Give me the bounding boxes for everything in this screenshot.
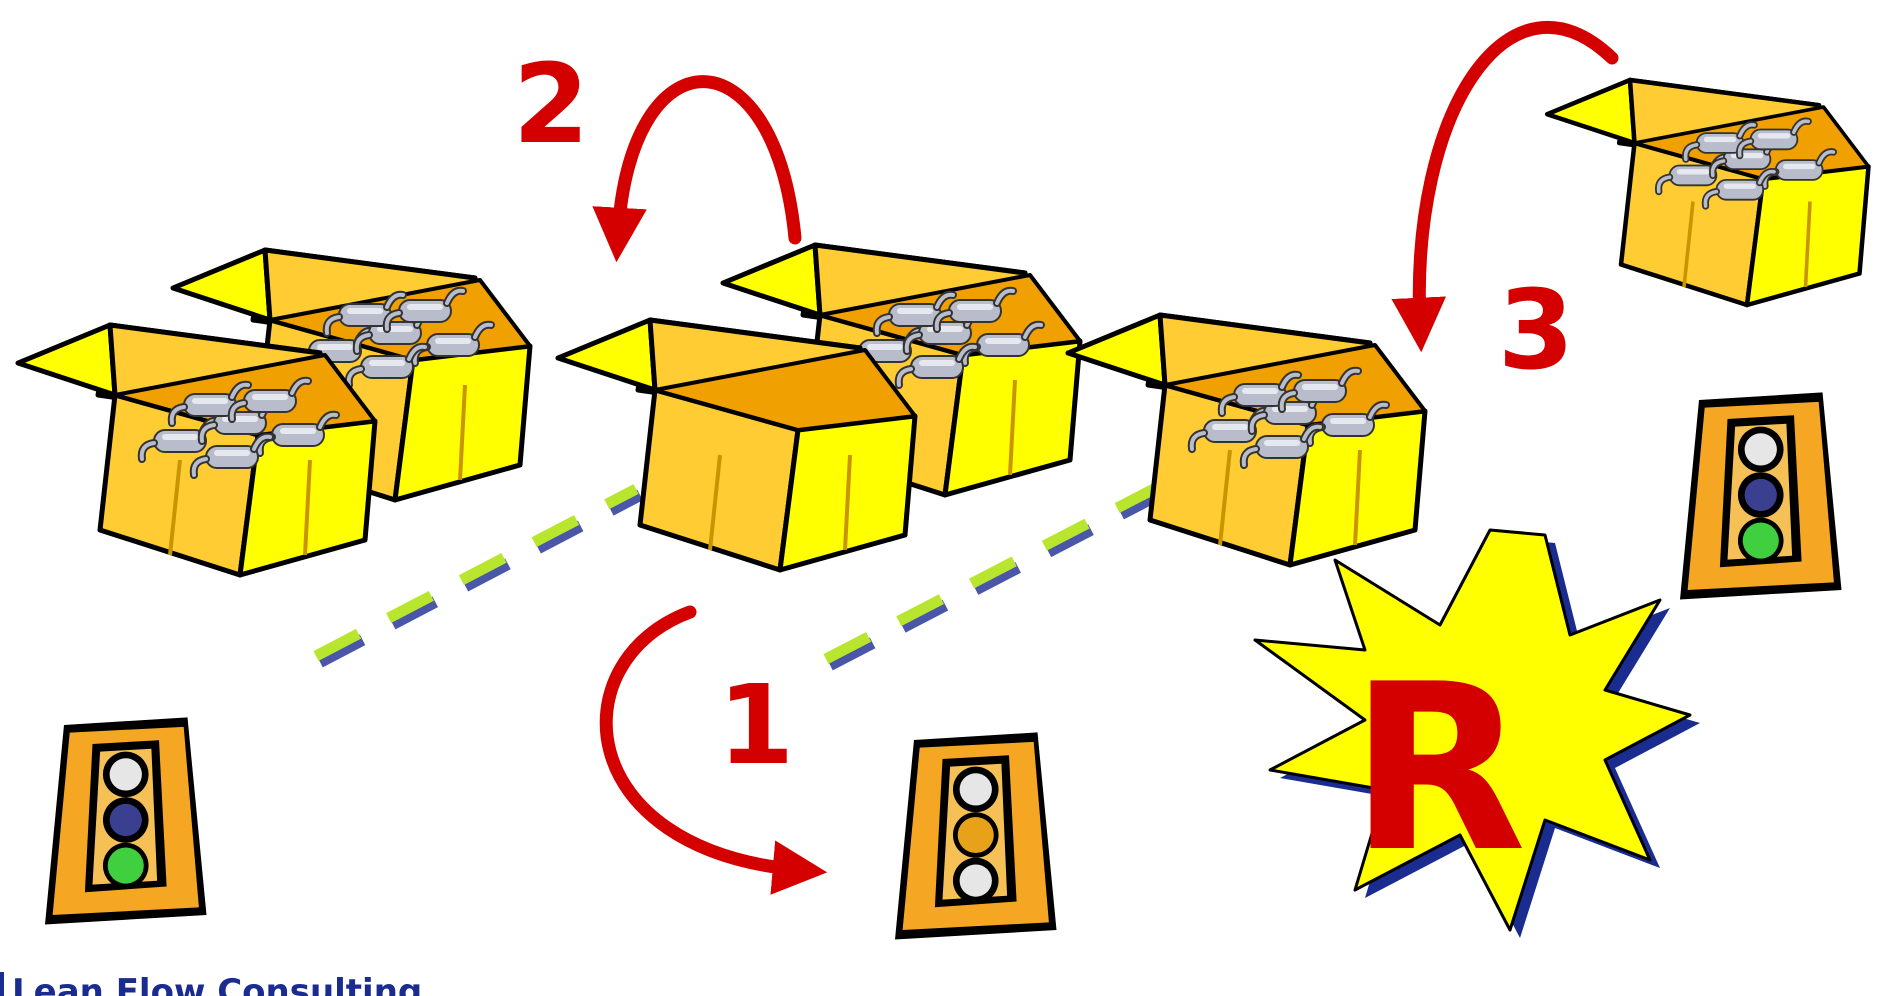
traffic-light-green bbox=[1680, 392, 1842, 599]
empty-box bbox=[558, 320, 915, 570]
company-logo: Lean Flow Consulting bbox=[0, 972, 422, 996]
replenish-burst: R bbox=[1255, 530, 1700, 938]
arrow-step-2 bbox=[618, 82, 795, 238]
full-box bbox=[1068, 315, 1425, 565]
step-number: 3 bbox=[1498, 266, 1575, 394]
burst-letter: R bbox=[1349, 636, 1526, 903]
traffic-light-amber bbox=[895, 732, 1057, 939]
full-box bbox=[18, 325, 375, 575]
traffic-light-green bbox=[45, 717, 207, 924]
logo-text: Lean Flow Consulting bbox=[12, 972, 422, 996]
logo-bar bbox=[0, 972, 4, 996]
full-box bbox=[1547, 80, 1868, 305]
step-number: 2 bbox=[513, 40, 590, 168]
step-number: 1 bbox=[718, 661, 795, 789]
